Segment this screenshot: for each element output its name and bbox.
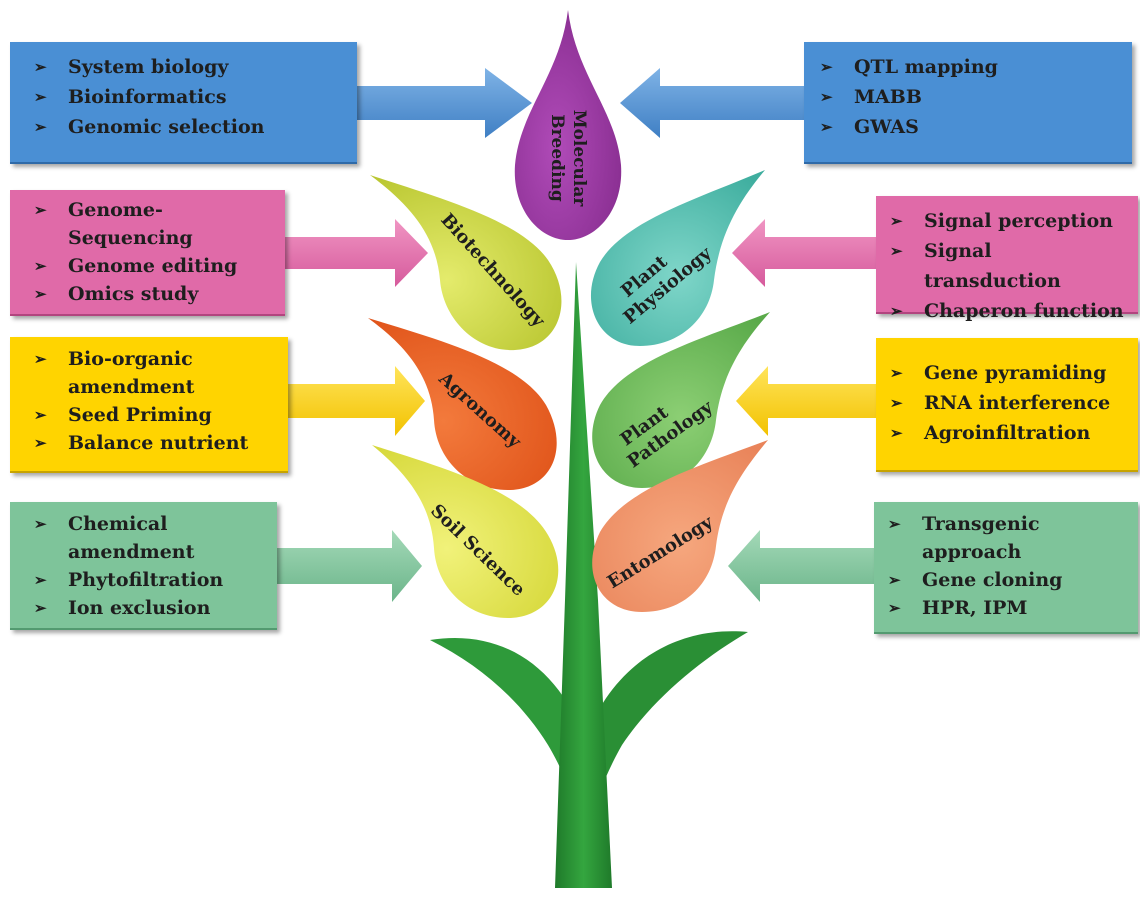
list-item: ➢Gene cloning bbox=[888, 566, 1134, 594]
list-item-continuation: approach bbox=[922, 541, 1022, 563]
arrowhead-bullet-icon: ➢ bbox=[888, 515, 901, 533]
leaf-plant-physiology bbox=[590, 170, 765, 346]
box-right-row3: ➢Gene pyramiding ➢RNA interference ➢Agro… bbox=[876, 338, 1138, 472]
list-right-row1: ➢QTL mapping ➢MABB ➢GWAS bbox=[820, 52, 1120, 142]
arrowhead-bullet-icon: ➢ bbox=[890, 364, 903, 382]
leaf-molecular-breeding bbox=[514, 10, 622, 240]
list-left-row3: ➢Bio-organic amendment ➢Seed Priming ➢Ba… bbox=[34, 345, 276, 457]
arrow-right-row2 bbox=[732, 219, 878, 287]
arrowhead-bullet-icon: ➢ bbox=[34, 257, 47, 275]
list-left-row1: ➢System biology ➢Bioinformatics ➢Genomic… bbox=[34, 52, 345, 142]
box-right-row4: ➢Transgenic approach ➢Gene cloning ➢HPR,… bbox=[874, 502, 1138, 634]
leaf-agronomy bbox=[368, 318, 557, 490]
list-item: ➢Omics study bbox=[34, 280, 273, 308]
arrow-left-row4 bbox=[276, 530, 422, 602]
list-left-row4: ➢Chemical amendment ➢Phytofiltration ➢Io… bbox=[34, 510, 265, 622]
arrowhead-bullet-icon: ➢ bbox=[34, 434, 47, 452]
list-right-row3: ➢Gene pyramiding ➢RNA interference ➢Agro… bbox=[890, 358, 1134, 448]
list-item: ➢HPR, IPM bbox=[888, 594, 1134, 622]
list-item: ➢Transgenic bbox=[888, 510, 1134, 538]
list-item: ➢QTL mapping bbox=[820, 52, 1120, 82]
leaf-entomology bbox=[592, 440, 768, 612]
list-item: ➢Signal perception bbox=[890, 206, 1134, 236]
list-item: ➢MABB bbox=[820, 82, 1120, 112]
arrowhead-bullet-icon: ➢ bbox=[34, 515, 47, 533]
list-item: ➢Genomic selection bbox=[34, 112, 345, 142]
arrowhead-bullet-icon: ➢ bbox=[890, 302, 903, 320]
box-right-row1: ➢QTL mapping ➢MABB ➢GWAS bbox=[804, 42, 1132, 164]
box-left-row2: ➢Genome- Sequencing ➢Genome editing ➢Omi… bbox=[10, 190, 285, 316]
leaf-label-breeding: Breeding bbox=[547, 114, 567, 202]
arrowhead-bullet-icon: ➢ bbox=[820, 88, 833, 106]
leaf-soil-science bbox=[372, 445, 559, 618]
arrow-right-row3 bbox=[736, 366, 878, 436]
list-item: ➢Genome editing bbox=[34, 252, 273, 280]
arrowhead-bullet-icon: ➢ bbox=[820, 58, 833, 76]
arrowhead-bullet-icon: ➢ bbox=[890, 424, 903, 442]
arrowhead-bullet-icon: ➢ bbox=[34, 571, 47, 589]
list-item-continuation: Sequencing bbox=[68, 227, 193, 249]
arrowhead-bullet-icon: ➢ bbox=[34, 406, 47, 424]
arrowhead-bullet-icon: ➢ bbox=[888, 571, 901, 589]
list-item: ➢Signal transduction bbox=[890, 236, 1134, 296]
arrow-left-row1 bbox=[356, 68, 532, 138]
arrowhead-bullet-icon: ➢ bbox=[34, 118, 47, 136]
arrow-left-row2 bbox=[284, 219, 428, 287]
base-leaf-right bbox=[566, 631, 748, 888]
list-item: ➢Gene pyramiding bbox=[890, 358, 1134, 388]
list-left-row2: ➢Genome- Sequencing ➢Genome editing ➢Omi… bbox=[34, 196, 273, 308]
list-item: ➢Phytofiltration bbox=[34, 566, 265, 594]
list-item-continuation: amendment bbox=[68, 376, 195, 398]
arrowhead-bullet-icon: ➢ bbox=[820, 118, 833, 136]
list-item: ➢Ion exclusion bbox=[34, 594, 265, 622]
list-item: ➢Genome- bbox=[34, 196, 273, 224]
arrowhead-bullet-icon: ➢ bbox=[890, 394, 903, 412]
list-right-row2: ➢Signal perception ➢Signal transduction … bbox=[890, 206, 1134, 326]
list-right-row4: ➢Transgenic approach ➢Gene cloning ➢HPR,… bbox=[888, 510, 1134, 622]
list-item: ➢Bioinformatics bbox=[34, 82, 345, 112]
list-item: ➢Chaperon function bbox=[890, 296, 1134, 326]
list-item: ➢Agroinfiltration bbox=[890, 418, 1134, 448]
arrow-left-row3 bbox=[287, 366, 425, 436]
list-item: ➢Bio-organic bbox=[34, 345, 276, 373]
box-left-row1: ➢System biology ➢Bioinformatics ➢Genomic… bbox=[10, 42, 357, 164]
arrowhead-bullet-icon: ➢ bbox=[888, 599, 901, 617]
box-left-row3: ➢Bio-organic amendment ➢Seed Priming ➢Ba… bbox=[10, 337, 288, 473]
leaf-biotechnology bbox=[370, 175, 562, 351]
box-left-row4: ➢Chemical amendment ➢Phytofiltration ➢Io… bbox=[10, 502, 277, 630]
list-item-continuation: amendment bbox=[68, 541, 195, 563]
arrowhead-bullet-icon: ➢ bbox=[34, 350, 47, 368]
base-leaf-left bbox=[430, 637, 604, 888]
arrowhead-bullet-icon: ➢ bbox=[890, 242, 903, 260]
box-right-row2: ➢Signal perception ➢Signal transduction … bbox=[876, 196, 1138, 322]
list-item: ➢Seed Priming bbox=[34, 401, 276, 429]
arrowhead-bullet-icon: ➢ bbox=[34, 285, 47, 303]
arrowhead-bullet-icon: ➢ bbox=[890, 212, 903, 230]
arrow-right-row4 bbox=[728, 530, 875, 602]
arrowhead-bullet-icon: ➢ bbox=[34, 201, 47, 219]
arrowhead-bullet-icon: ➢ bbox=[34, 599, 47, 617]
plant-stem bbox=[555, 262, 612, 888]
list-item: ➢System biology bbox=[34, 52, 345, 82]
arrowhead-bullet-icon: ➢ bbox=[34, 58, 47, 76]
list-item: ➢GWAS bbox=[820, 112, 1120, 142]
arrow-right-row1 bbox=[620, 68, 805, 138]
arrowhead-bullet-icon: ➢ bbox=[34, 88, 47, 106]
leaf-plant-pathology bbox=[592, 312, 770, 488]
list-item: ➢Chemical bbox=[34, 510, 265, 538]
list-item: ➢RNA interference bbox=[890, 388, 1134, 418]
leaf-label-molecular: Molecular bbox=[569, 110, 589, 208]
list-item: ➢Balance nutrient bbox=[34, 429, 276, 457]
